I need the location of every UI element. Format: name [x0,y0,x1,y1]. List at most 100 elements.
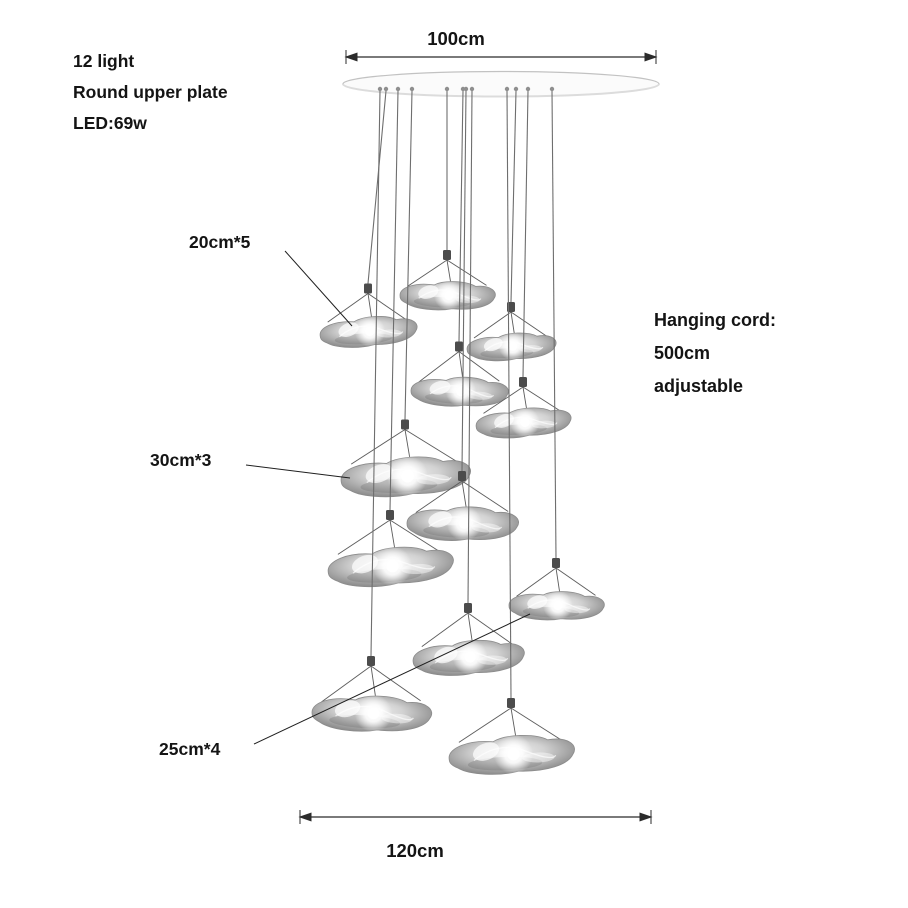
cord-attach-point [383,86,389,92]
hanging-cord-length: 500cm [654,343,711,363]
shade-wires [458,707,564,743]
shade-wires [516,567,596,597]
arrow-right-icon [644,52,658,62]
hanging-cord-note: Hanging cord: 500cm adjustable [654,304,776,403]
arrow-right-icon [639,812,653,822]
cord-attach-point [525,86,531,92]
hanging-cord-title: Hanging cord: [654,310,776,330]
bottom-width-label: 120cm [386,840,444,861]
glass-shade [466,332,557,362]
lamp-holder [401,419,409,430]
shade-wires [421,612,515,647]
led-core [365,326,375,337]
led-core [444,290,454,301]
shade-wires [321,665,421,703]
spec-block: 12 light Round upper plate LED:69w [73,46,228,139]
led-core [386,559,399,573]
led-core [367,707,380,720]
shade-wires [418,351,500,383]
cord-line [467,90,473,604]
cord-line [367,90,387,284]
shade-wires [483,386,563,414]
leader-lines [245,250,531,745]
led-core [458,517,470,529]
cord-line [522,90,529,378]
arrow-left-icon [344,52,358,62]
lamp-holder [507,302,515,312]
cord-attach-point [504,86,510,92]
cord-line [370,90,381,657]
cord-attach-point [409,86,415,92]
cord-attach-point [377,86,383,92]
glass-shade [448,734,575,775]
shade-wires [473,311,549,339]
spec-light-count: 12 light [73,51,135,71]
shade-wires [327,293,409,323]
lamp-size-label-medium: 30cm*3 [150,450,212,470]
lamp-holder [367,656,375,666]
cord-line [458,90,464,342]
cord-line [506,90,512,699]
cord-attach-point [395,86,401,92]
glass-shade [327,546,454,588]
led-core [520,417,530,428]
pendant-lamp [410,86,509,407]
glass-shade [475,407,572,439]
bottom-dimension-line [298,810,653,824]
lamp-holder [507,698,515,708]
lamp-size-label-large: 25cm*4 [159,739,221,759]
hanging-cord-adjustable: adjustable [654,376,744,396]
pendant-lamp [448,86,575,775]
cord-line [404,90,413,420]
ceiling-plate [342,70,660,98]
pendant-lamp [406,86,519,541]
arrow-left-icon [298,812,312,822]
top-width-label: 100cm [427,28,485,49]
shade-wires [350,429,460,465]
pendant-lamp [508,86,605,621]
lamp-holder [464,603,472,613]
lamp-holder [552,558,560,568]
lamp-holder [364,283,372,294]
pendant-lamp [399,86,496,311]
led-core [401,469,414,483]
pendant-lamp [319,86,418,348]
lamp-holder [443,250,451,260]
glass-shade [508,590,605,621]
glass-shade [410,376,509,407]
leader-line-30cm [245,464,351,479]
glass-shade [399,280,496,311]
lamp-holder [458,471,466,481]
leader-line-25cm [253,613,531,745]
top-dimension-line [344,50,658,64]
cord-attach-point [463,86,469,92]
cord-attach-point [549,86,555,92]
pendant-lamp [327,86,454,588]
shade-wires [415,480,509,513]
spec-led-wattage: LED:69w [73,113,147,133]
shade-wires [337,519,443,555]
led-core [553,600,563,611]
spec-plate-type: Round upper plate [73,82,228,102]
cord-line [551,90,557,559]
pendant-lamp [466,86,557,362]
cord-line [510,90,517,303]
lamp-size-label-small: 20cm*5 [189,232,251,252]
cord-line [389,90,399,511]
pendant-lamp [475,86,572,439]
cord-line [461,90,467,472]
cord-attach-point [444,86,450,92]
pendant-lamp [412,86,525,676]
pendant-lamp [311,86,433,733]
cord-attach-point [513,86,519,92]
cord-attach-point [469,86,475,92]
lamp-holder [386,510,394,520]
glass-shade [311,694,433,733]
glass-shade [319,315,418,348]
led-core [507,747,520,761]
lamp-holder [455,341,463,352]
led-core [508,341,518,351]
leader-line-20cm [284,250,353,327]
